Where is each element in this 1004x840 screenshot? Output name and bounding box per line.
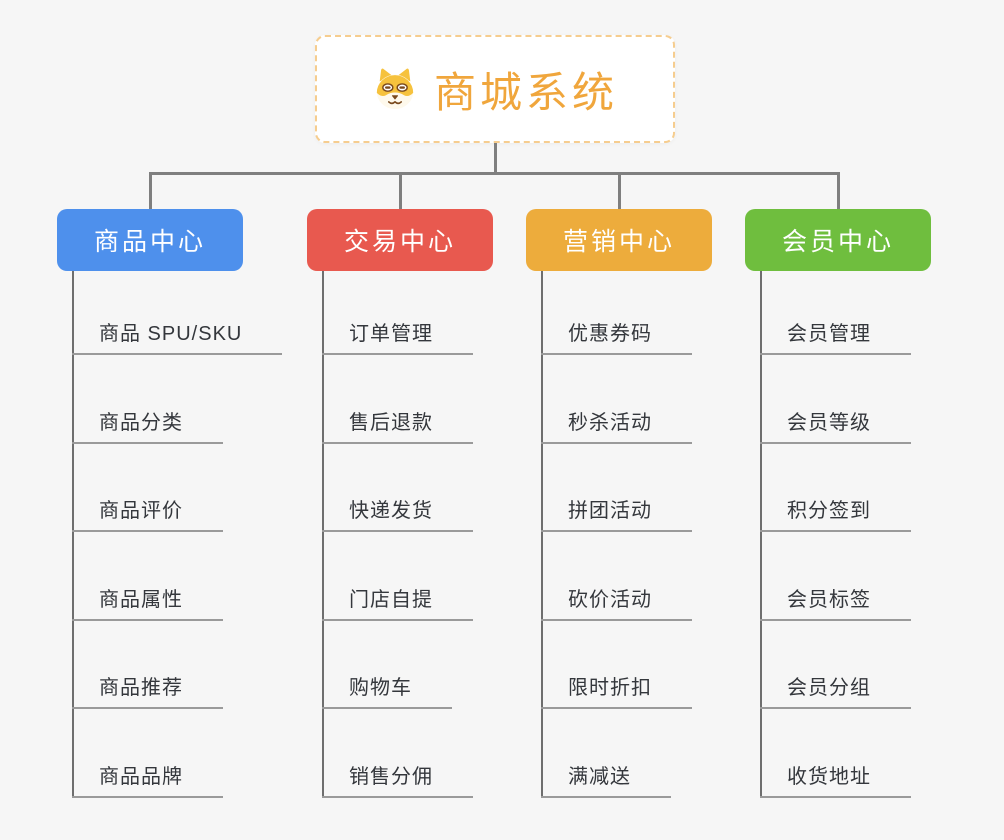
mindmap-leaf-node[interactable]: 商品评价	[72, 498, 223, 532]
mindmap-leaf-node[interactable]: 订单管理	[322, 321, 473, 355]
mindmap-leaf-node[interactable]: 购物车	[322, 675, 452, 709]
mindmap-leaf-node[interactable]: 满减送	[541, 764, 671, 798]
dog-face-icon	[372, 67, 418, 111]
mindmap-leaf-node[interactable]: 会员等级	[760, 410, 911, 444]
mindmap-leaf-node[interactable]: 限时折扣	[541, 675, 692, 709]
mindmap-leaf-node[interactable]: 商品分类	[72, 410, 223, 444]
mindmap-leaf-node[interactable]: 商品 SPU/SKU	[72, 321, 283, 355]
branch-connector-line	[322, 271, 324, 798]
mindmap-leaf-node[interactable]: 秒杀活动	[541, 410, 692, 444]
branch-connector-line	[72, 271, 74, 798]
mindmap-leaf-node[interactable]: 商品属性	[72, 587, 223, 621]
mindmap-leaf-node[interactable]: 门店自提	[322, 587, 473, 621]
branch-label: 营销中心	[562, 228, 675, 256]
branch-node-1[interactable]: 商品中心	[57, 209, 243, 271]
mindmap-leaf-node[interactable]: 会员管理	[760, 321, 911, 355]
mindmap-leaf-node[interactable]: 销售分佣	[322, 764, 473, 798]
branch-connector-line	[760, 271, 762, 798]
mindmap-leaf-node[interactable]: 拼团活动	[541, 498, 692, 532]
mindmap-leaf-node[interactable]: 商品品牌	[72, 764, 223, 798]
connector-line	[836, 172, 840, 209]
mindmap-leaf-node[interactable]: 砍价活动	[541, 587, 692, 621]
mindmap-leaf-node[interactable]: 会员分组	[760, 675, 911, 709]
branch-node-3[interactable]: 营销中心	[526, 209, 712, 271]
mindmap-leaf-node[interactable]: 会员标签	[760, 587, 911, 621]
connector-line	[493, 143, 497, 175]
branch-label: 会员中心	[781, 228, 894, 256]
connector-line	[398, 172, 402, 209]
branch-node-2[interactable]: 交易中心	[307, 209, 493, 271]
branch-label: 交易中心	[343, 228, 456, 256]
root-title: 商城系统	[433, 68, 618, 116]
mindmap-leaf-node[interactable]: 商品推荐	[72, 675, 223, 709]
mindmap-leaf-node[interactable]: 快递发货	[322, 498, 473, 532]
branch-connector-line	[541, 271, 543, 798]
mindmap-leaf-node[interactable]: 收货地址	[760, 764, 911, 798]
branch-label: 商品中心	[93, 228, 206, 256]
mindmap-leaf-node[interactable]: 售后退款	[322, 410, 473, 444]
mindmap-leaf-node[interactable]: 积分签到	[760, 498, 911, 532]
branch-node-4[interactable]: 会员中心	[745, 209, 931, 271]
connector-line	[617, 172, 621, 209]
mindmap-leaf-node[interactable]: 优惠券码	[541, 321, 692, 355]
root-node[interactable]: 商城系统	[315, 35, 675, 143]
connector-line	[148, 172, 152, 209]
connector-line	[148, 172, 840, 175]
